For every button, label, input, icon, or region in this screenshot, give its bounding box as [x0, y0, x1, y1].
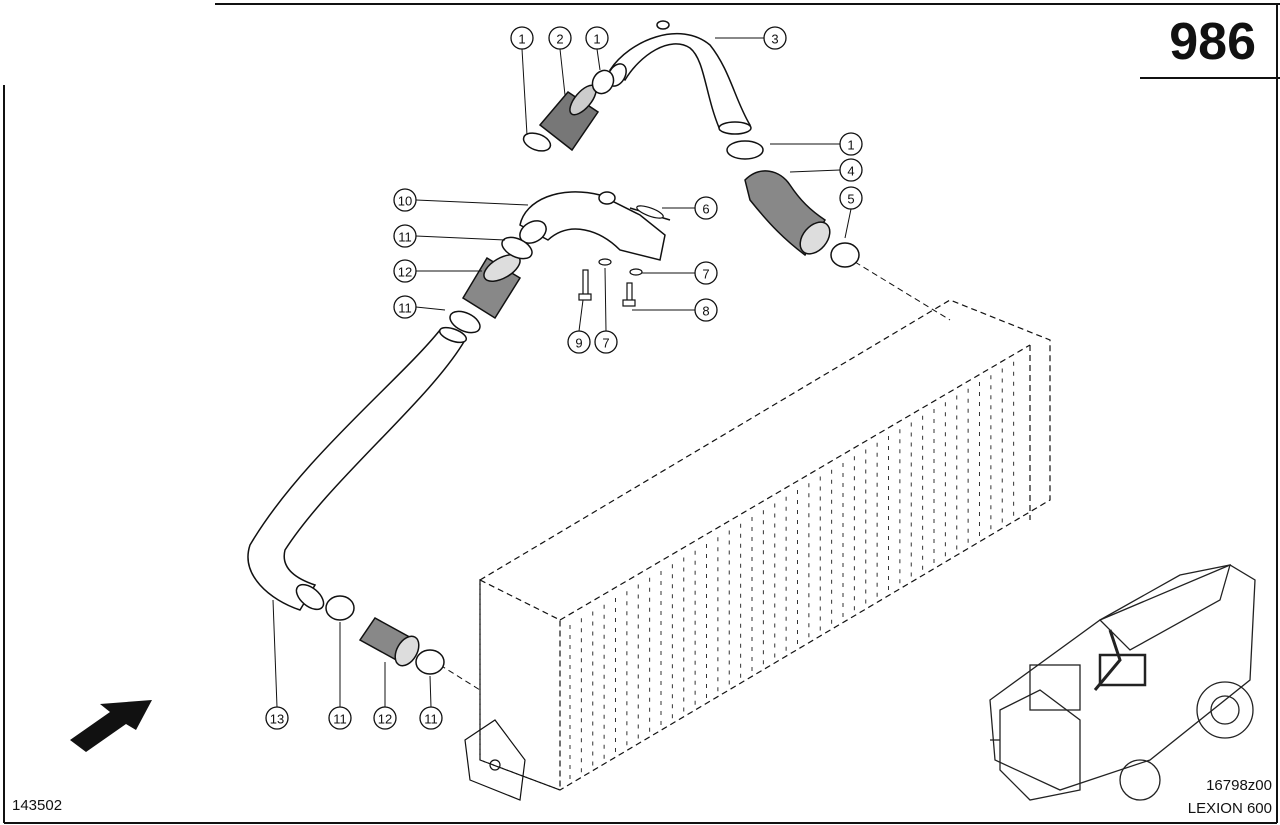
model-name: LEXION 600 [1187, 800, 1272, 817]
callout-number: 11 [333, 712, 347, 727]
cooler-bracket [464, 719, 526, 801]
callout-leader-line [415, 306, 446, 311]
part-callout: 1 [510, 26, 534, 136]
callout-circle [393, 188, 417, 212]
part-callout: 7 [594, 267, 618, 354]
callout-leader-line [844, 208, 852, 239]
callout-circle [373, 706, 397, 730]
callout-leader-line [578, 299, 584, 332]
callout-leader-line [429, 675, 432, 708]
callout-number: 11 [398, 230, 412, 245]
callout-circle [393, 259, 417, 283]
part-callout: 12 [373, 662, 397, 730]
callout-circle [594, 330, 618, 354]
charge-air-cooler [479, 299, 1051, 791]
callout-number: 4 [847, 164, 854, 179]
connection-lines [439, 261, 951, 691]
hose-4 [744, 170, 831, 257]
callout-number: 12 [398, 265, 412, 280]
callout-number: 13 [270, 712, 284, 727]
cooler-core-pattern [569, 361, 1015, 785]
callout-circle [763, 26, 787, 50]
callout-number: 3 [771, 32, 778, 47]
callout-circle [328, 706, 352, 730]
part-callout: 4 [789, 158, 863, 182]
sleeve-12-upper [461, 254, 522, 320]
drawing-number: 143502 [12, 797, 63, 814]
callout-circle [419, 706, 443, 730]
part-callout: 7 [642, 261, 718, 285]
part-callout: 11 [393, 224, 506, 248]
part-callout: 3 [715, 26, 787, 50]
callout-circle [839, 132, 863, 156]
part-callout: 11 [328, 622, 352, 730]
part-callout: 6 [662, 196, 718, 220]
callout-number: 11 [424, 712, 438, 727]
callout-leader-line [789, 169, 841, 173]
callout-number: 1 [518, 32, 525, 47]
callout-number: 1 [593, 32, 600, 47]
callout-circle [694, 196, 718, 220]
callout-leader-line [596, 48, 601, 71]
page-frame [3, 3, 1280, 824]
sleeve-2 [538, 84, 600, 152]
callout-number: 9 [575, 336, 582, 351]
part-callout: 11 [419, 675, 443, 730]
callout-leader-line [521, 48, 528, 136]
callout-leader-line [415, 199, 529, 206]
callout-number: 10 [398, 194, 412, 209]
pipe-13 [247, 326, 468, 611]
callout-number: 12 [378, 712, 392, 727]
part-callout: 1 [585, 26, 609, 71]
callout-circle [839, 158, 863, 182]
callout-circle [567, 330, 591, 354]
callout-circle [839, 186, 863, 210]
callout-number: 6 [702, 202, 709, 217]
callout-circle [393, 224, 417, 248]
callout-circle [694, 298, 718, 322]
part-callout: 13 [265, 599, 289, 730]
callout-circle [265, 706, 289, 730]
bolts-and-seals [578, 205, 664, 307]
callout-circle [585, 26, 609, 50]
combine-harvester-locator-image [989, 564, 1256, 801]
page-number: 986 [1169, 13, 1256, 71]
callout-number: 2 [556, 32, 563, 47]
part-callout: 12 [393, 259, 482, 283]
callout-circle [510, 26, 534, 50]
pipe-10 [519, 191, 671, 261]
callout-number: 11 [398, 301, 412, 316]
part-callout: 10 [393, 188, 529, 212]
callout-circle [393, 295, 417, 319]
callout-circle [694, 261, 718, 285]
part-callout: 9 [567, 299, 591, 354]
callout-circle [548, 26, 572, 50]
callout-number: 7 [602, 336, 609, 351]
part-callout: 2 [548, 26, 572, 96]
sleeve-12-lower [358, 617, 420, 667]
callout-number: 1 [847, 138, 854, 153]
illustration-code: 16798z00 [1206, 777, 1272, 794]
part-callout: 8 [632, 298, 718, 322]
part-callout: 11 [393, 295, 446, 319]
part-callout: 5 [839, 186, 863, 239]
callout-number: 8 [702, 304, 709, 319]
callout-leader-line [272, 599, 278, 708]
callout-number: 5 [847, 192, 854, 207]
callout-number: 7 [702, 267, 709, 282]
callout-leader-line [559, 48, 566, 96]
callout-leader-line [415, 235, 506, 241]
part-callout: 1 [770, 132, 863, 156]
hose-clamps [325, 69, 860, 675]
direction-arrow-icon [70, 700, 152, 752]
callout-leader-line [604, 267, 607, 332]
